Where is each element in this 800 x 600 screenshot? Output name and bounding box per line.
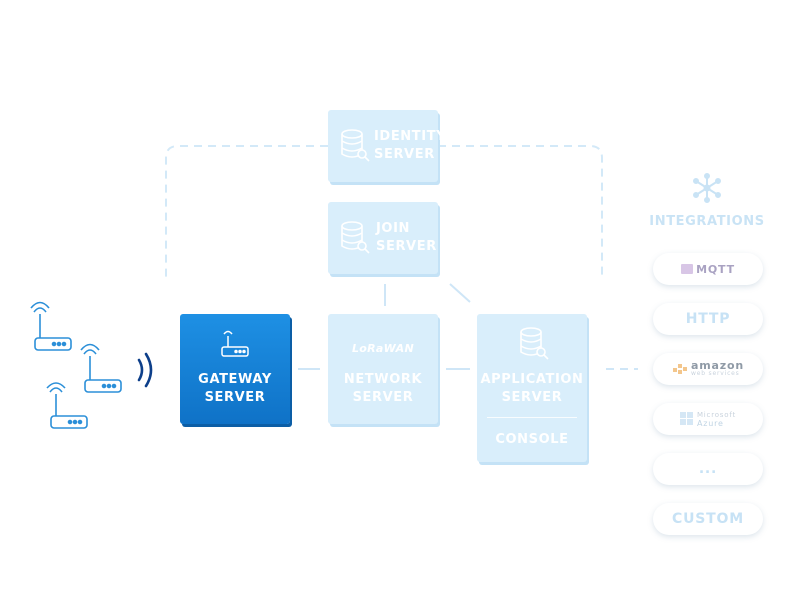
aws-logo-icon (673, 364, 688, 374)
gateway-server-line1: GATEWAY (198, 372, 272, 387)
mqtt-logo-icon (681, 264, 694, 274)
identity-server-box: IDENTITY SERVER (328, 110, 446, 182)
integration-custom: CUSTOM (653, 503, 763, 535)
gateway-routers (30, 301, 122, 429)
database-key-icon (520, 327, 549, 360)
router-icon (30, 301, 72, 351)
join-server-line1: JOIN (376, 221, 411, 236)
azure-logo-icon (679, 412, 693, 425)
gateway-server-box: GATEWAY SERVER (180, 314, 290, 424)
integration-http: HTTP (653, 303, 763, 335)
join-server-box: JOIN SERVER (328, 202, 438, 274)
aws-logo-text: amazon (691, 359, 744, 372)
hub-icon (693, 173, 721, 203)
integration-more: ... (653, 453, 763, 485)
network-server-box: LoRaWAN NETWORK SERVER (328, 314, 438, 424)
integration-azure: Microsoft Azure (653, 403, 763, 435)
identity-frame-right (438, 145, 603, 280)
router-icon (80, 343, 122, 393)
aws-logo-sub: web services (691, 370, 740, 377)
azure-logo-text: Microsoft (696, 410, 737, 419)
custom-label: CUSTOM (672, 511, 744, 527)
join-server-line2: SERVER (376, 239, 437, 254)
integration-aws: amazon web services (653, 353, 763, 385)
identity-server-line1: IDENTITY (374, 129, 447, 144)
lorawan-logo: LoRaWAN (351, 342, 415, 355)
integrations-title: INTEGRATIONS (649, 214, 765, 229)
more-label: ... (698, 461, 718, 477)
network-server-line2: SERVER (352, 390, 414, 405)
gateway-server-line2: SERVER (204, 390, 266, 405)
application-server-line1: APPLICATION (480, 372, 584, 387)
router-icon (221, 330, 249, 357)
application-server-line2: SERVER (501, 390, 563, 405)
signal-waves-icon (137, 352, 153, 388)
database-key-icon (341, 129, 370, 162)
integration-mqtt: MQTT (653, 253, 763, 285)
network-server-line1: NETWORK (343, 372, 423, 387)
mqtt-logo-text: MQTT (696, 262, 735, 276)
azure-logo-sub: Azure (696, 418, 724, 428)
application-divider (487, 417, 577, 418)
join-app-line (449, 283, 471, 303)
identity-server-line2: SERVER (374, 147, 435, 162)
http-label: HTTP (685, 311, 731, 327)
identity-frame-left (165, 145, 328, 280)
console-label: CONSOLE (495, 432, 569, 447)
database-key-icon (341, 221, 370, 254)
application-server-box: APPLICATION SERVER CONSOLE (477, 314, 587, 462)
router-icon (46, 382, 88, 429)
